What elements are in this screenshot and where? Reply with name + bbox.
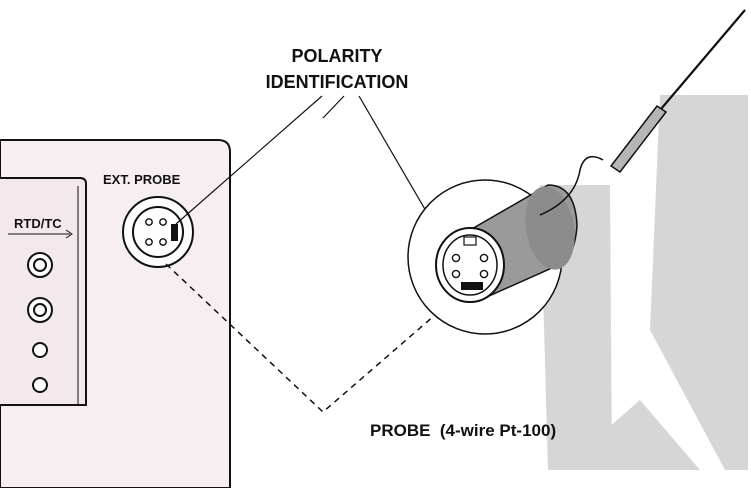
terminal-jack-3 <box>32 342 48 358</box>
terminal-jack-2 <box>27 297 53 323</box>
terminal-jack-4 <box>32 377 48 393</box>
probe-cable <box>539 9 746 216</box>
probe-magnifier <box>407 179 578 335</box>
rtd-tc-label: RTD/TC <box>14 216 62 231</box>
ext-probe-connector <box>122 196 194 268</box>
dashed-connection <box>165 263 451 414</box>
polarity-label-line2: IDENTIFICATION <box>266 72 409 92</box>
probe-caption: PROBE (4-wire Pt-100) <box>370 421 556 440</box>
probe-key <box>461 282 483 290</box>
terminal-jack-1 <box>27 252 53 278</box>
terminal-jacks <box>27 252 53 393</box>
watermark-shape <box>540 95 748 470</box>
ext-probe-label: EXT. PROBE <box>103 172 181 187</box>
connector-key <box>171 224 178 241</box>
polarity-label-line1: POLARITY <box>291 46 382 66</box>
